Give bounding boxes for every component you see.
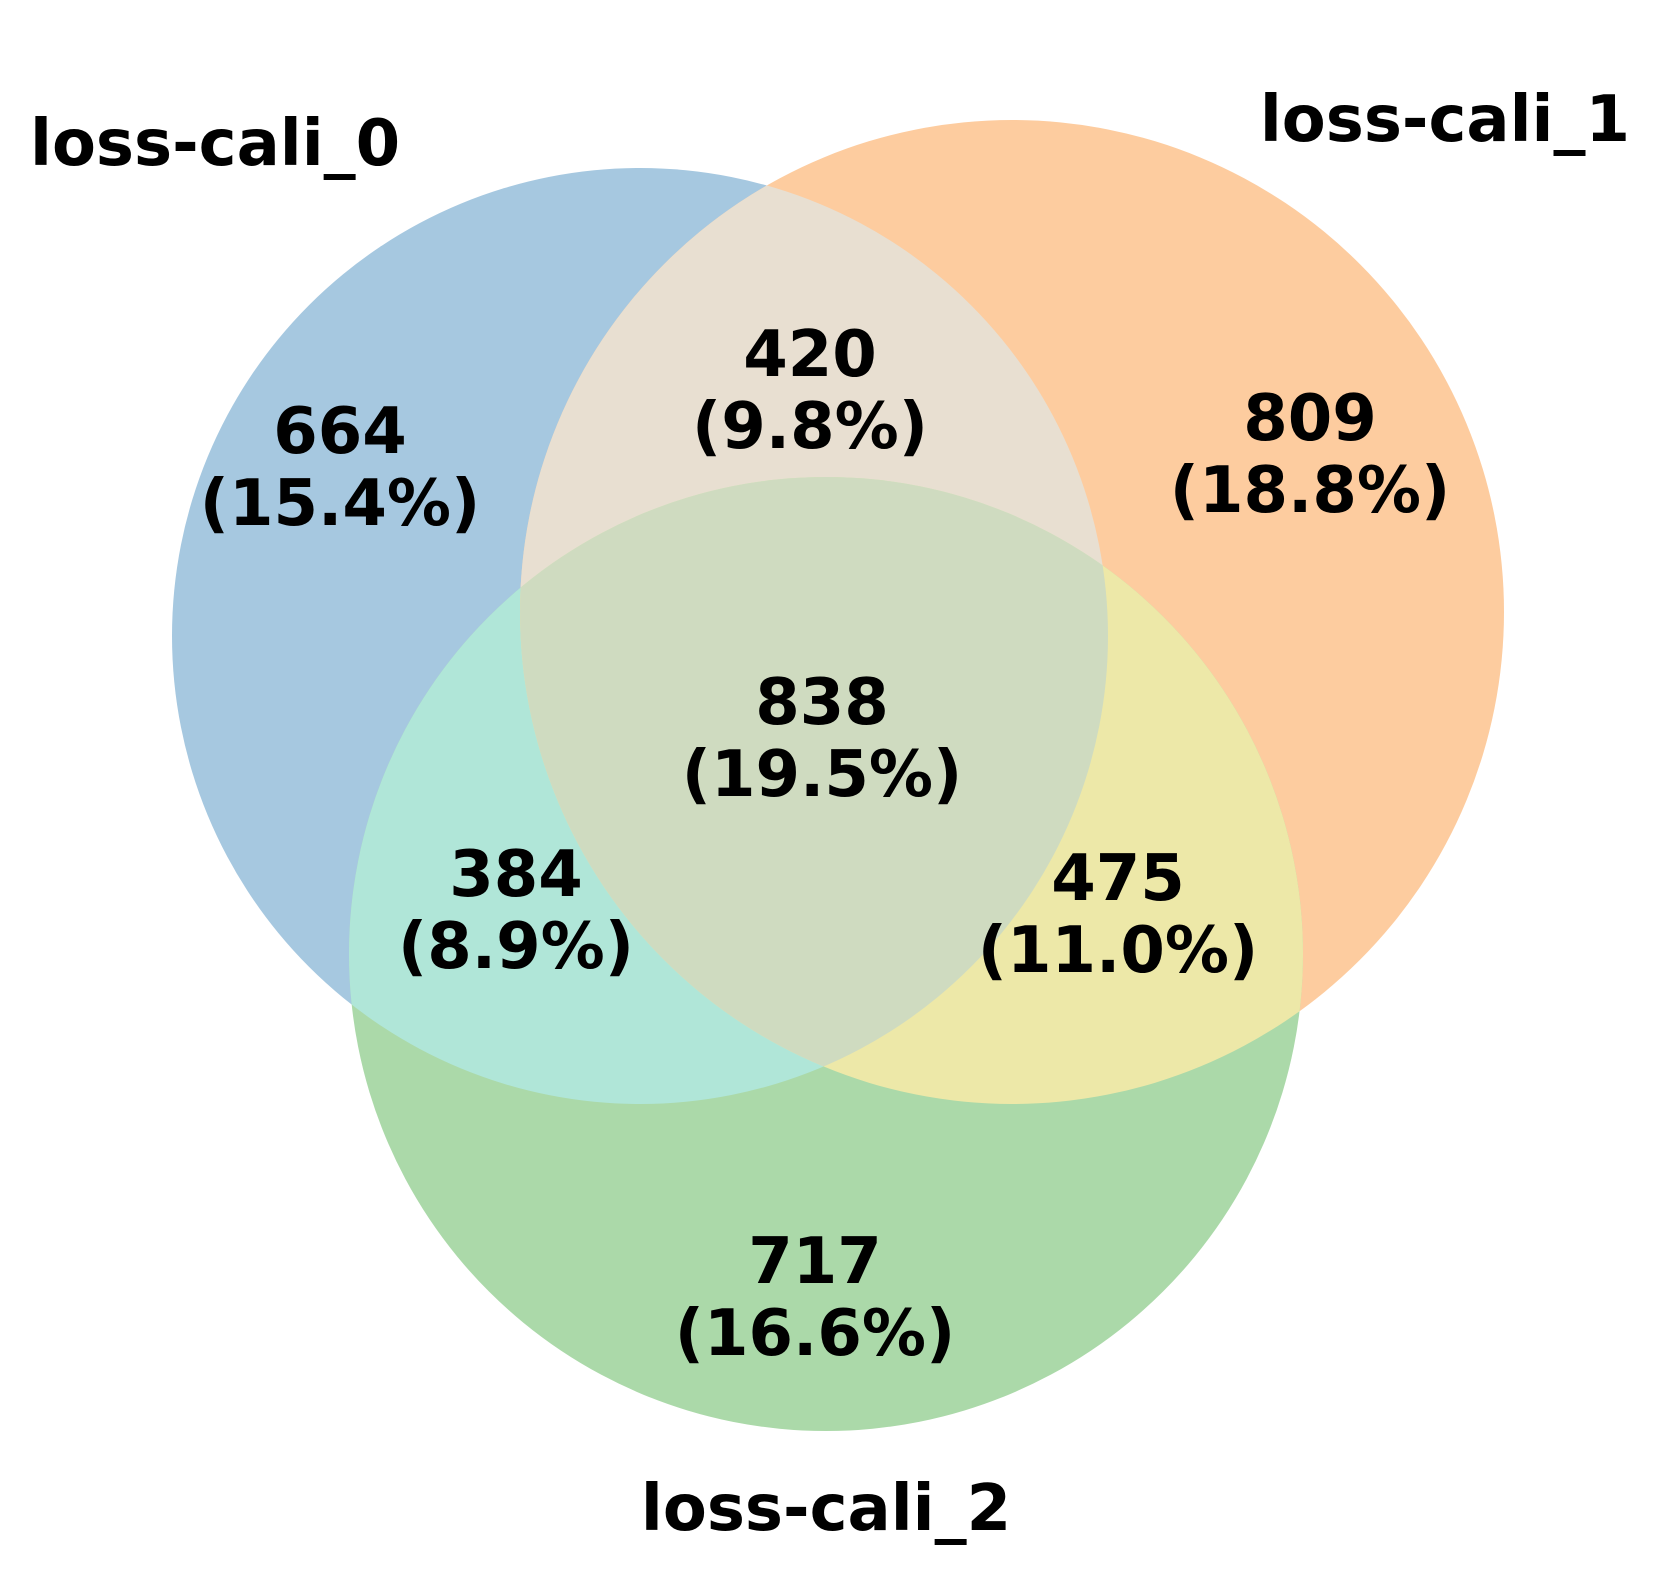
- region-count-0-2: 384: [449, 838, 583, 912]
- set-label-loss-cali-0: loss-cali_0: [30, 107, 400, 181]
- region-count-1-2: 475: [1051, 842, 1185, 916]
- set-label-loss-cali-1: loss-cali_1: [1260, 83, 1630, 157]
- region-count-only-0: 664: [273, 395, 407, 469]
- region-count-only-2: 717: [748, 1225, 882, 1299]
- set-label-loss-cali-2: loss-cali_2: [641, 1472, 1011, 1546]
- region-percent-only-2: (16.6%): [675, 1297, 956, 1371]
- region-overlap-all: [520, 477, 1108, 1104]
- region-percent-all: (19.5%): [682, 738, 963, 812]
- region-percent-only-1: (18.8%): [1170, 454, 1451, 528]
- region-count-0-1: 420: [743, 318, 877, 392]
- region-count-all: 838: [755, 666, 889, 740]
- region-count-only-1: 809: [1243, 382, 1377, 456]
- region-percent-only-0: (15.4%): [200, 467, 481, 541]
- region-percent-0-2: (8.9%): [398, 910, 634, 984]
- region-percent-1-2: (11.0%): [978, 914, 1259, 988]
- region-percent-0-1: (9.8%): [692, 390, 928, 464]
